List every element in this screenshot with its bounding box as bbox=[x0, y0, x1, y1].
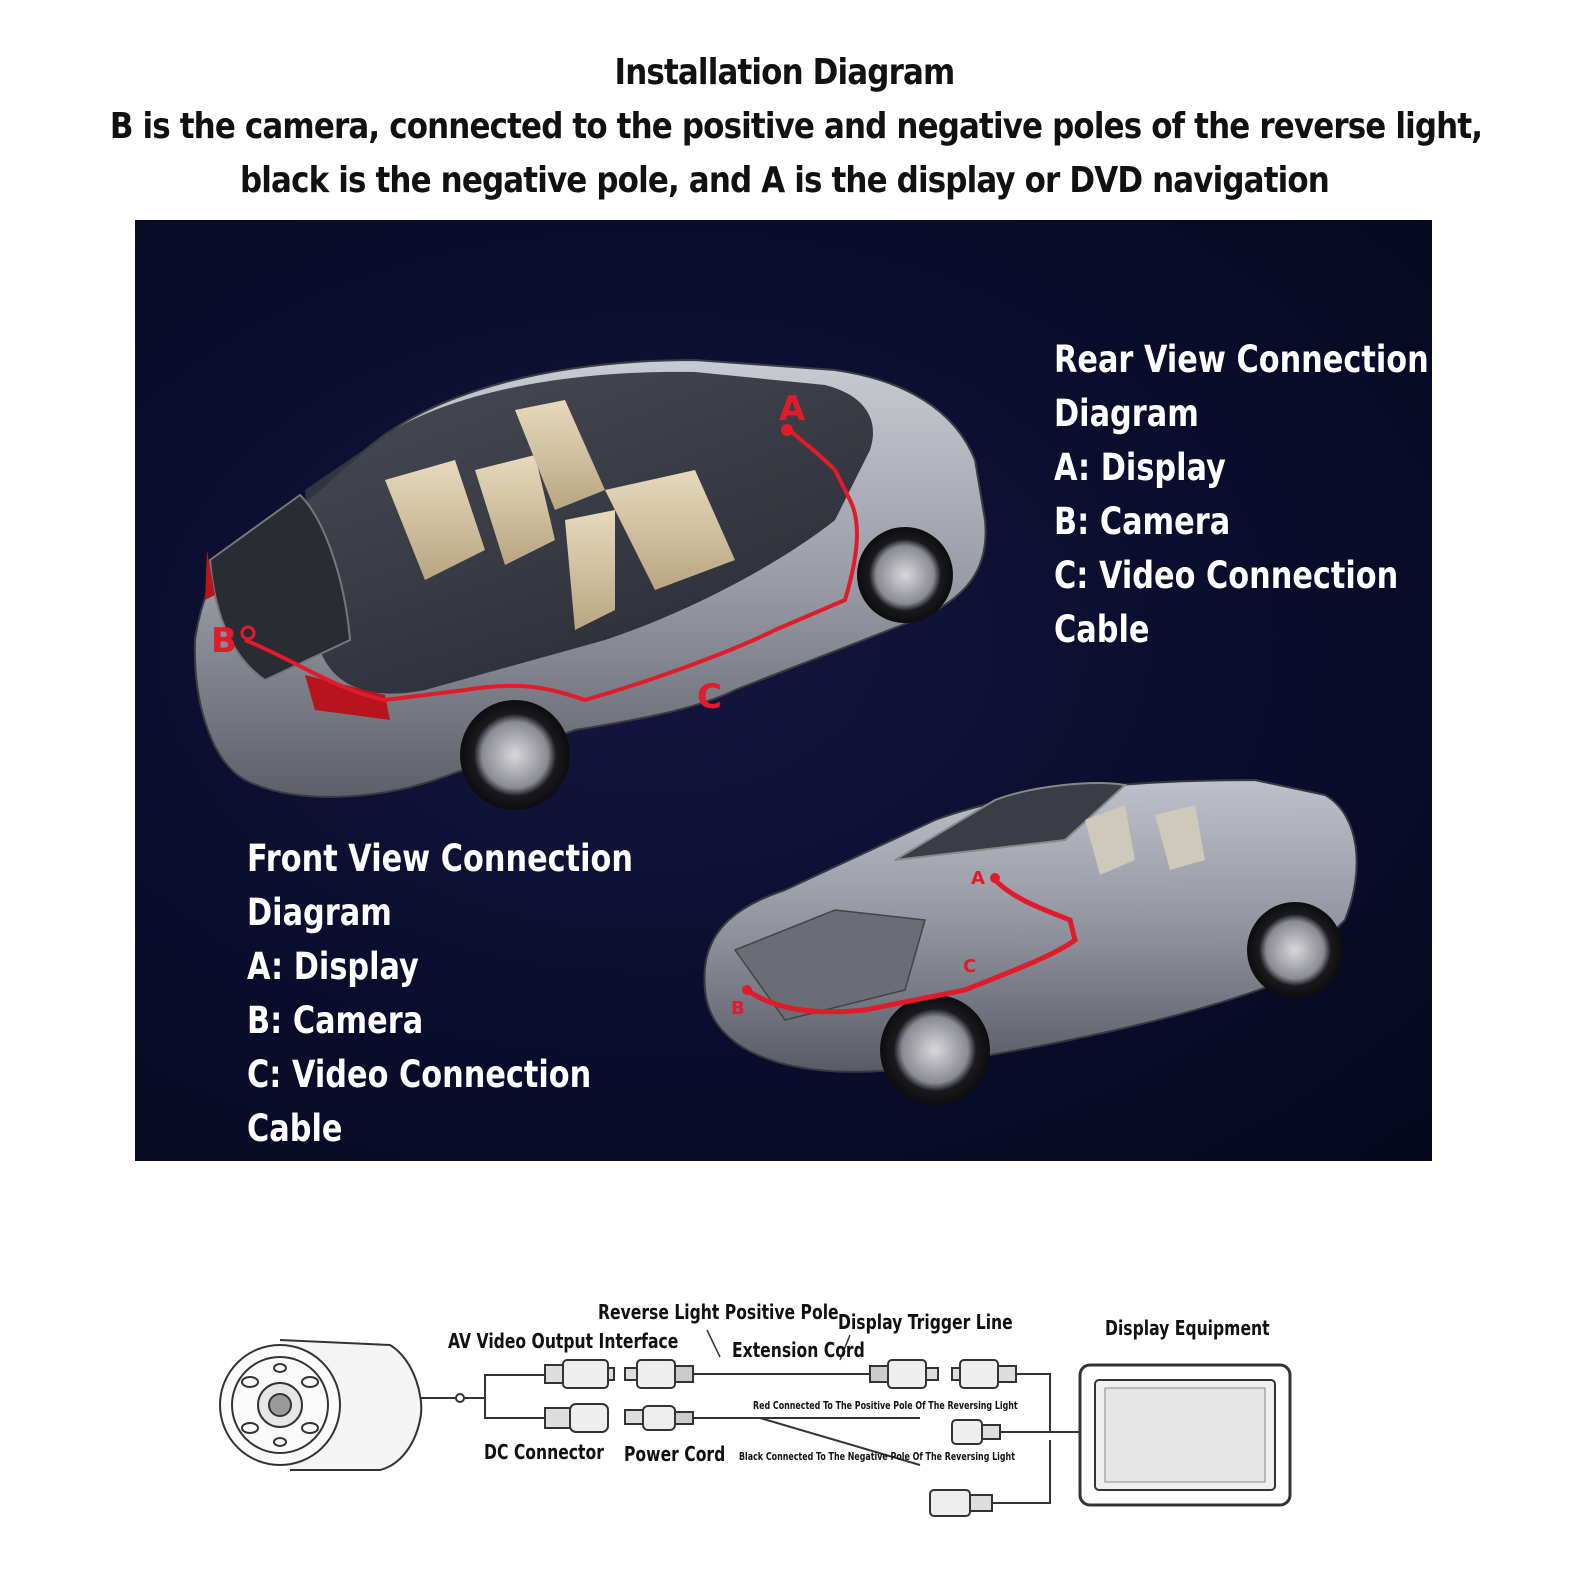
rear-view-legend: Rear View Connection Diagram A: Display … bbox=[1054, 333, 1429, 657]
split-lower bbox=[484, 1398, 545, 1419]
convertible-windshield bbox=[894, 782, 1128, 861]
wagon-front-wheel bbox=[857, 527, 953, 623]
display-cable bbox=[1016, 1373, 1080, 1433]
label-power-cord: Power Cord bbox=[624, 1442, 726, 1466]
wagon-marker-c: C bbox=[697, 677, 722, 717]
power-cord-plug-icon bbox=[624, 1405, 694, 1431]
front-view-legend: Front View Connection Diagram A: Display… bbox=[247, 832, 633, 1156]
convertible-marker-a: A bbox=[971, 868, 985, 889]
cable-junction bbox=[455, 1393, 465, 1403]
wagon-tail-light-left bbox=[205, 550, 215, 600]
wagon-seats bbox=[385, 400, 735, 630]
convertible-rear-wheel bbox=[1247, 902, 1343, 998]
car-diagram-panel: A B C A B C bbox=[135, 220, 1432, 1161]
front-view-item-c-line-2: Cable bbox=[247, 1107, 343, 1150]
wagon-rear-wheel bbox=[460, 700, 570, 810]
subtitle-line-2: black is the negative pole, and A is the… bbox=[239, 160, 1330, 201]
label-reverse-light-positive: Reverse Light Positive Pole bbox=[598, 1300, 839, 1324]
callout-trigger bbox=[839, 1334, 851, 1361]
wagon-tail-light-right bbox=[305, 675, 390, 720]
trigger-connector-icon bbox=[951, 1419, 1001, 1445]
convertible-marker-c: C bbox=[963, 956, 976, 977]
wagon-video-cable bbox=[244, 428, 859, 703]
rear-view-item-c-line-1: C: Video Connection bbox=[1054, 554, 1399, 597]
label-av-video-output: AV Video Output Interface bbox=[448, 1329, 679, 1353]
camera-icon bbox=[219, 1339, 423, 1471]
rear-view-item-b: B: Camera bbox=[1054, 500, 1231, 543]
extension-connector-icon bbox=[624, 1359, 694, 1389]
front-view-item-b: B: Camera bbox=[247, 999, 424, 1042]
wagon-marker-b: B bbox=[211, 621, 237, 661]
convertible-seats bbox=[1085, 805, 1205, 875]
split-upper bbox=[484, 1374, 545, 1398]
label-black-wire: Black Connected To The Negative Pole Of … bbox=[739, 1450, 1015, 1463]
wagon-rear-hatch bbox=[208, 493, 352, 682]
convertible-front-wheel bbox=[880, 995, 990, 1105]
rear-view-title-line-1: Rear View Connection bbox=[1054, 338, 1429, 381]
front-view-item-c-line-1: C: Video Connection bbox=[247, 1053, 592, 1096]
label-display-equipment: Display Equipment bbox=[1105, 1316, 1270, 1340]
label-dc-connector: DC Connector bbox=[484, 1440, 604, 1464]
page-title: Installation Diagram bbox=[614, 52, 956, 93]
rear-view-item-c-line-2: Cable bbox=[1054, 608, 1150, 651]
convertible-engine bbox=[733, 909, 926, 1021]
label-red-wire: Red Connected To The Positive Pole Of Th… bbox=[753, 1399, 1018, 1412]
wagon-marker-a: A bbox=[779, 389, 806, 429]
convertible-marker-b: B bbox=[731, 998, 745, 1019]
callout-reverse-positive bbox=[706, 1329, 721, 1358]
convertible-point-a bbox=[990, 873, 1000, 883]
label-display-trigger: Display Trigger Line bbox=[838, 1310, 1013, 1334]
label-extension-cord: Extension Cord bbox=[732, 1338, 865, 1362]
rear-view-title-line-2: Diagram bbox=[1054, 392, 1199, 435]
wagon-point-b bbox=[240, 625, 256, 641]
convertible-point-b bbox=[742, 985, 752, 995]
rear-view-item-a: A: Display bbox=[1054, 446, 1226, 489]
car-illustrations: A B C A B C bbox=[193, 358, 1358, 1105]
front-view-car: A B C bbox=[703, 778, 1358, 1105]
front-view-title-line-1: Front View Connection bbox=[247, 837, 634, 880]
front-view-title-line-2: Diagram bbox=[247, 891, 392, 934]
display-input-connector-icon bbox=[951, 1359, 1017, 1389]
dc-connector-icon bbox=[544, 1403, 609, 1433]
plug-cable bbox=[992, 1440, 1051, 1504]
rear-view-car: A B C bbox=[193, 358, 987, 810]
wagon-point-a bbox=[781, 424, 793, 436]
wiring-schematic bbox=[219, 1329, 1292, 1517]
display-equipment-icon bbox=[1078, 1363, 1292, 1507]
av-connector-icon bbox=[544, 1359, 615, 1389]
header: Installation Diagram B is the camera, co… bbox=[0, 46, 1569, 208]
front-view-item-a: A: Display bbox=[247, 945, 419, 988]
convertible-video-cable bbox=[745, 878, 1078, 1015]
wiring-diagram: Reverse Light Positive Pole AV Video Out… bbox=[200, 1280, 1320, 1540]
subtitle-line-1: B is the camera, connected to the positi… bbox=[109, 106, 1483, 147]
power-plug-icon bbox=[929, 1489, 993, 1517]
extension-end-connector-icon bbox=[869, 1359, 939, 1389]
